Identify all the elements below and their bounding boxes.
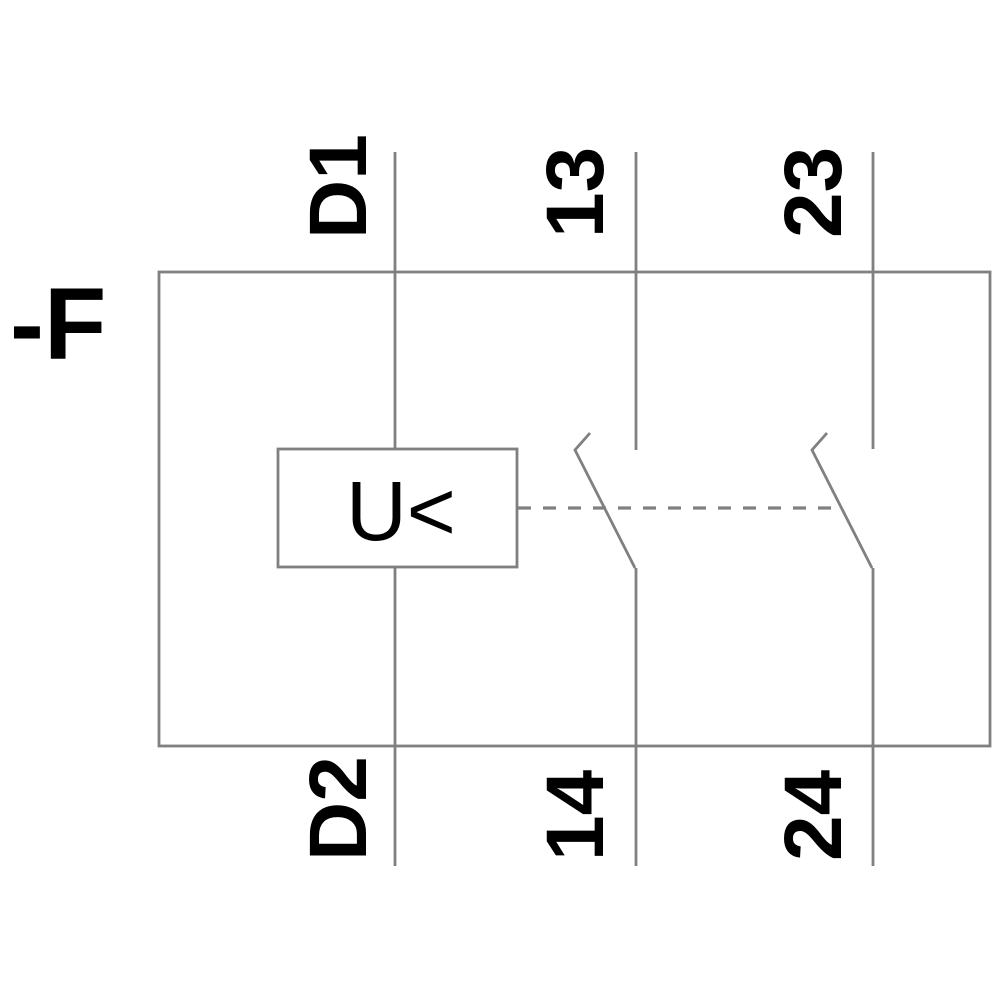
terminal-label-24: 24 [768, 769, 859, 861]
device-designator-label: -F [10, 267, 106, 381]
no-contact-2-blade [810, 432, 874, 569]
terminal-label-d2: D2 [293, 756, 384, 861]
device-outline [157, 270, 992, 748]
terminal-label-14: 14 [530, 769, 621, 861]
terminal-label-13: 13 [530, 147, 621, 238]
terminal-label-23: 23 [768, 147, 859, 238]
undervoltage-coil-box [276, 447, 519, 569]
no-contact-1-blade [573, 432, 637, 569]
terminal-label-d1: D1 [293, 134, 384, 239]
undervoltage-symbol-label: U< [346, 464, 456, 558]
